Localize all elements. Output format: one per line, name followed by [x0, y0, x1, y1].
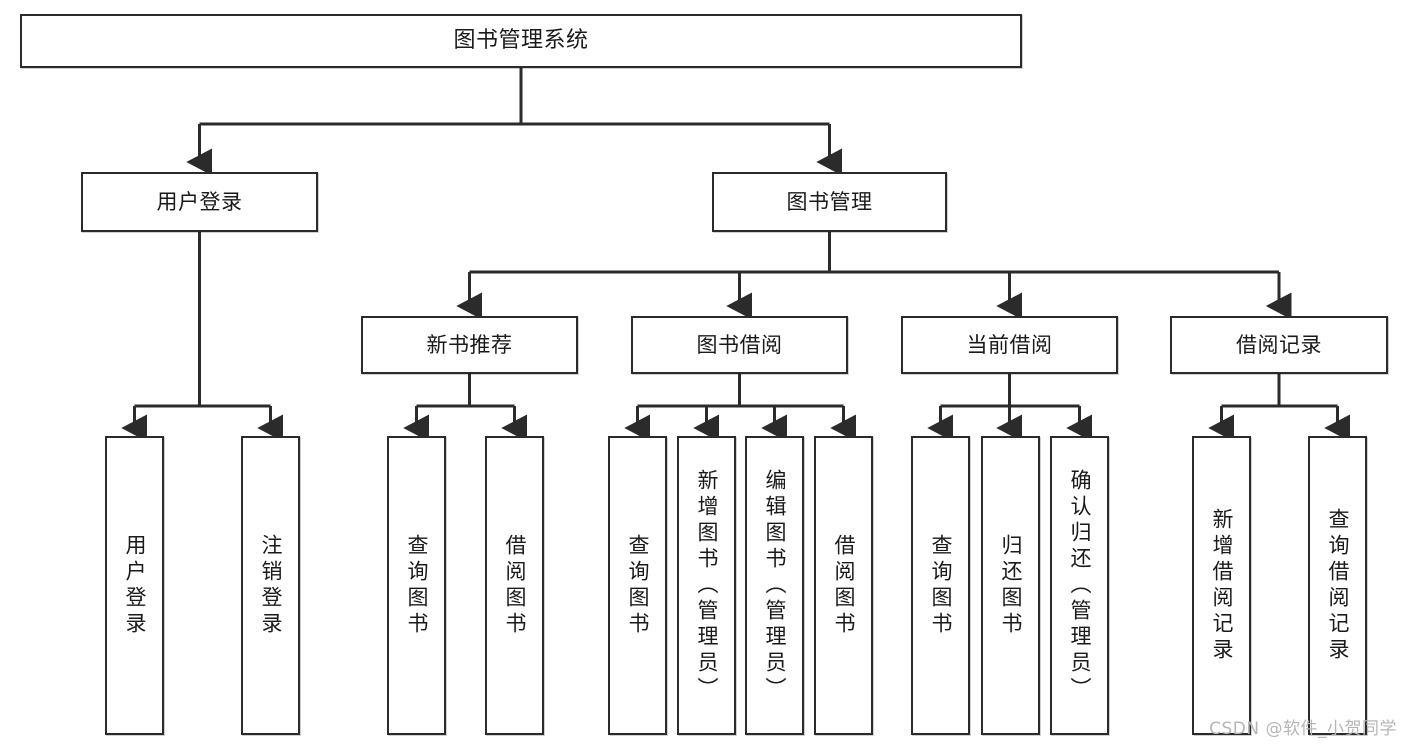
node-label: 查询借阅记录 — [1326, 507, 1350, 664]
node-label: 查询图书 — [405, 533, 429, 638]
node-label: 新书推荐 — [426, 332, 513, 357]
node-root-system[interactable]: 图书管理系统 — [20, 14, 1022, 68]
node-borrow-record[interactable]: 借阅记录 — [1170, 316, 1388, 374]
connector-group-book-borrow — [624, 374, 857, 442]
connector-group-current-borrow — [927, 374, 1093, 442]
node-leaf-query-borrow-record[interactable]: 查询借阅记录 — [1308, 436, 1367, 735]
connector-group-user-login — [121, 232, 284, 442]
node-label: 新增借阅记录 — [1210, 507, 1234, 664]
node-leaf-add-borrow-record[interactable]: 新增借阅记录 — [1192, 436, 1251, 735]
node-book-borrow[interactable]: 图书借阅 — [631, 316, 848, 374]
node-label: 新增图书（管理员） — [695, 468, 719, 703]
node-leaf-edit-book-admin[interactable]: 编辑图书（管理员） — [745, 436, 804, 735]
connector-group-book-manage — [456, 232, 1292, 320]
node-leaf-confirm-return-admin[interactable]: 确认归还（管理员） — [1050, 436, 1109, 735]
node-label: 借阅记录 — [1236, 332, 1322, 357]
node-label: 借阅图书 — [503, 533, 527, 638]
node-new-book-rec[interactable]: 新书推荐 — [361, 316, 578, 374]
node-leaf-borrow-book-1[interactable]: 借阅图书 — [485, 436, 544, 735]
node-leaf-user-logout[interactable]: 注销登录 — [241, 436, 300, 735]
node-leaf-add-book-admin[interactable]: 新增图书（管理员） — [677, 436, 736, 735]
node-label: 查询图书 — [626, 533, 650, 638]
node-label: 用户登录 — [123, 533, 147, 638]
node-label: 借阅图书 — [832, 533, 856, 638]
connector-group-borrow-record — [1208, 374, 1351, 442]
node-label: 查询图书 — [929, 533, 953, 638]
node-leaf-borrow-book-2[interactable]: 借阅图书 — [814, 436, 873, 735]
node-leaf-user-login[interactable]: 用户登录 — [105, 436, 164, 735]
node-label: 注销登录 — [259, 533, 283, 638]
node-leaf-query-book-2[interactable]: 查询图书 — [608, 436, 667, 735]
node-user-login[interactable]: 用户登录 — [81, 172, 318, 232]
node-label: 当前借阅 — [966, 332, 1053, 357]
node-leaf-query-book-1[interactable]: 查询图书 — [387, 436, 446, 735]
node-label: 编辑图书（管理员） — [763, 468, 787, 703]
node-label: 确认归还（管理员） — [1068, 468, 1092, 703]
node-label: 归还图书 — [999, 533, 1023, 638]
node-current-borrow[interactable]: 当前借阅 — [901, 316, 1118, 374]
node-label: 图书借阅 — [696, 332, 783, 357]
node-label: 图书管理系统 — [453, 28, 589, 54]
connector-group-root — [186, 68, 843, 176]
node-leaf-query-book-3[interactable]: 查询图书 — [911, 436, 970, 735]
connector-group-new-book-rec — [403, 374, 528, 442]
node-book-manage[interactable]: 图书管理 — [712, 172, 947, 232]
node-leaf-return-book[interactable]: 归还图书 — [981, 436, 1040, 735]
node-label: 用户登录 — [156, 189, 243, 214]
csdn-watermark: CSDN @软件_小贺同学 — [1209, 719, 1397, 739]
node-label: 图书管理 — [786, 189, 873, 214]
